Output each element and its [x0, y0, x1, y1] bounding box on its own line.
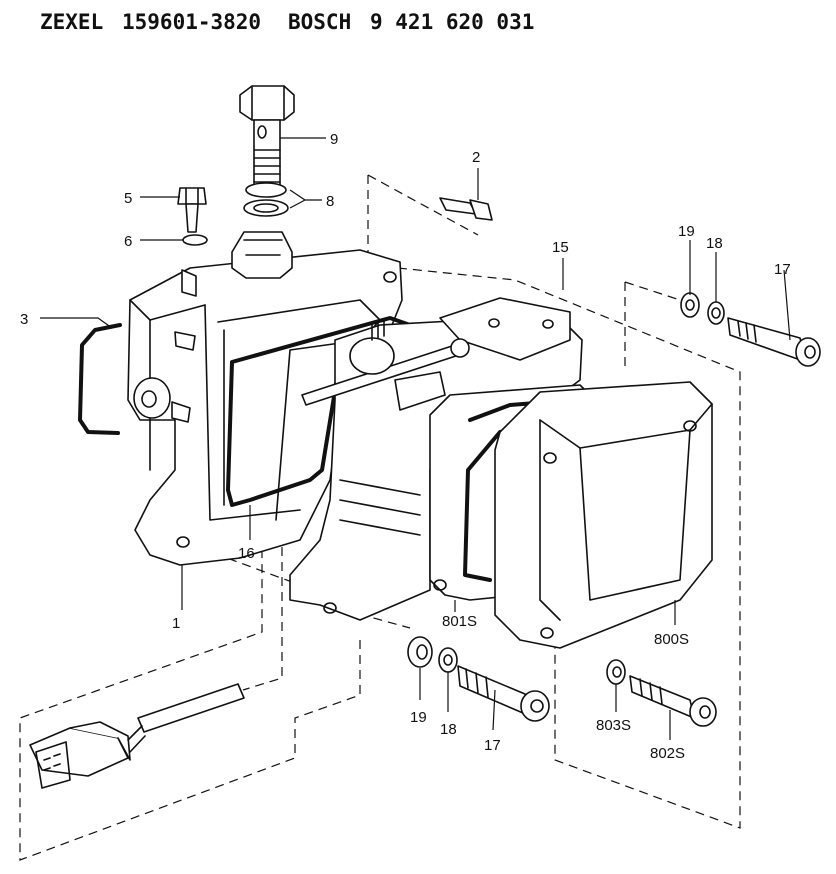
callout-800s: 800S — [654, 631, 689, 648]
callout-801s: 801S — [442, 613, 477, 630]
harness-connector — [29, 683, 245, 789]
bolt-17-lower — [457, 665, 550, 722]
screw-5 — [177, 187, 207, 233]
washer-6 — [182, 234, 208, 246]
callout-5: 5 — [124, 190, 132, 207]
callout-1: 1 — [172, 615, 180, 632]
callout-802s: 802S — [650, 745, 685, 762]
callout-3: 3 — [20, 311, 28, 328]
bolt-2 — [439, 197, 493, 221]
washer-18-lower — [438, 647, 458, 673]
callout-18-lower: 18 — [440, 721, 457, 738]
callout-19-lower: 19 — [410, 709, 427, 726]
banjo-bolt-9 — [239, 85, 295, 191]
callout-2: 2 — [472, 149, 480, 166]
callout-16: 16 — [238, 545, 255, 562]
callout-17-lower: 17 — [484, 737, 501, 754]
callout-labels: 1 2 3 5 6 8 9 15 16 19 18 17 19 18 17 80… — [20, 131, 791, 762]
header-part-number-bosch: 9 421 620 031 — [370, 10, 535, 34]
header-brand-bosch: BOSCH — [288, 10, 352, 34]
callout-803s: 803S — [596, 717, 631, 734]
washer-19-upper — [680, 292, 700, 318]
callout-6: 6 — [124, 233, 132, 250]
header-part-number-zexel: 159601-3820 — [122, 10, 262, 34]
washer-803s — [606, 659, 626, 685]
callout-8: 8 — [326, 193, 334, 210]
washer-18-upper — [707, 301, 725, 325]
callout-17-upper: 17 — [774, 261, 791, 278]
washers-8 — [243, 182, 289, 217]
cover-plate-15 — [289, 297, 583, 621]
washer-19-lower — [407, 636, 433, 668]
callout-19-upper: 19 — [678, 223, 695, 240]
leader-lines — [40, 137, 791, 740]
bolt-17-upper — [727, 317, 821, 367]
cover-800s — [494, 381, 713, 649]
callout-9: 9 — [330, 131, 338, 148]
o-ring-3 — [78, 323, 122, 435]
header-brand-zexel: ZEXEL — [40, 10, 104, 34]
bolt-802s — [629, 675, 717, 727]
callout-15: 15 — [552, 239, 569, 256]
callout-18-upper: 18 — [706, 235, 723, 252]
gasket-16 — [226, 316, 412, 507]
